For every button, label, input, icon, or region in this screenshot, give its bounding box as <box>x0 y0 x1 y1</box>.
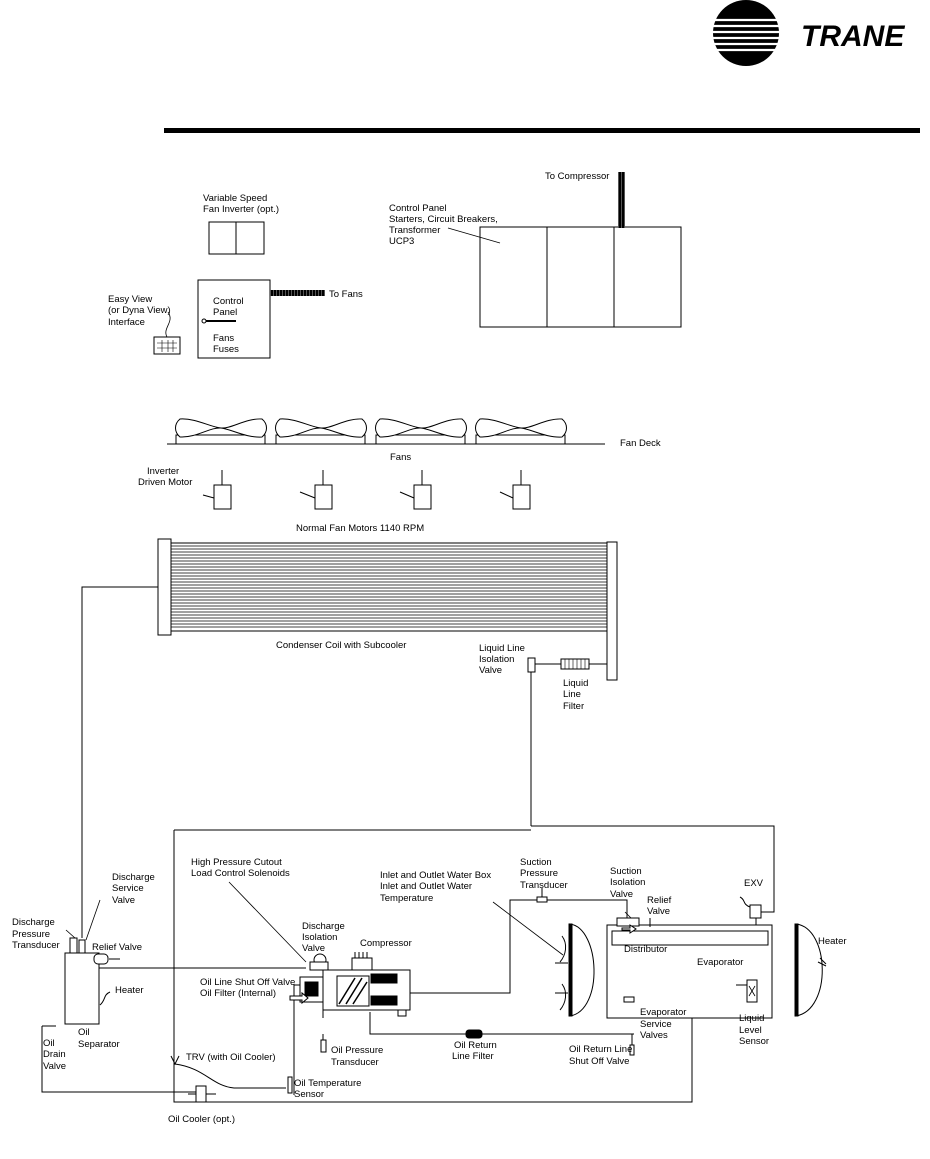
fan <box>475 418 567 445</box>
distributor <box>611 930 769 946</box>
easy-view-interface <box>153 311 181 355</box>
heater-right-label: Heater <box>818 936 847 947</box>
condenser-coil <box>157 538 618 681</box>
exv <box>749 904 762 919</box>
fan-deck <box>167 418 605 445</box>
to-fans-label: To Fans <box>329 289 363 300</box>
fan-control-panel <box>197 279 325 359</box>
relief-valve-left <box>93 953 109 965</box>
relief-valve-left-label: Relief Valve <box>92 942 142 953</box>
compressor-label: Compressor <box>360 938 412 949</box>
fan <box>175 418 267 445</box>
fans-cable <box>270 290 325 296</box>
compressor <box>228 881 411 1053</box>
compressor-cable <box>618 172 625 228</box>
trane-logo: TRANE <box>713 0 905 66</box>
header-rule <box>164 128 920 133</box>
fan-motor <box>299 470 333 510</box>
fan-motors <box>202 470 531 510</box>
liquid-line <box>527 657 607 826</box>
evaporator <box>606 896 773 1056</box>
exv-label: EXV <box>744 878 764 889</box>
distributor-label: Distributor <box>624 944 667 955</box>
fan-motor <box>399 470 432 510</box>
easy-view-label: Easy View(or Dyna View)Interface <box>108 294 171 328</box>
suction-pressure-transducer <box>536 888 548 903</box>
oil-cooler-label: Oil Cooler (opt.) <box>168 1114 235 1125</box>
inverter-motor <box>202 470 232 510</box>
to-compressor-label: To Compressor <box>545 171 609 182</box>
evaporator-service-valve <box>623 996 635 1003</box>
oil-cooler <box>170 1055 293 1103</box>
oil-pressure-transducer <box>320 1039 327 1053</box>
discharge-service-valve <box>78 939 86 954</box>
trv-label: TRV (with Oil Cooler) <box>186 1052 276 1063</box>
oil-temperature-sensor <box>287 1076 293 1094</box>
heater-left-label: Heater <box>115 985 144 996</box>
variable-speed-fan-inverter <box>208 221 265 255</box>
water-box <box>492 901 595 1017</box>
normal-motors-label: Normal Fan Motors 1140 RPM <box>296 523 424 534</box>
fan <box>275 418 367 445</box>
main-control-panel <box>447 172 682 328</box>
condenser-label: Condenser Coil with Subcooler <box>276 640 406 651</box>
liquid-line-isolation-valve <box>527 657 536 673</box>
fan-deck-label: Fan Deck <box>620 438 661 449</box>
fan <box>375 418 467 445</box>
refrigerant-piping <box>41 586 775 1103</box>
suction-isolation-valve <box>616 917 640 927</box>
discharge-isolation-valve <box>309 961 329 971</box>
oil-return-line-filter <box>465 1029 483 1039</box>
fan-motor <box>499 470 531 510</box>
evaporator-label: Evaporator <box>697 957 743 968</box>
brand-name: TRANE <box>801 20 905 53</box>
evaporator-heater <box>794 923 827 1017</box>
oil-separator <box>64 899 120 1025</box>
fans-label: Fans <box>390 452 411 463</box>
